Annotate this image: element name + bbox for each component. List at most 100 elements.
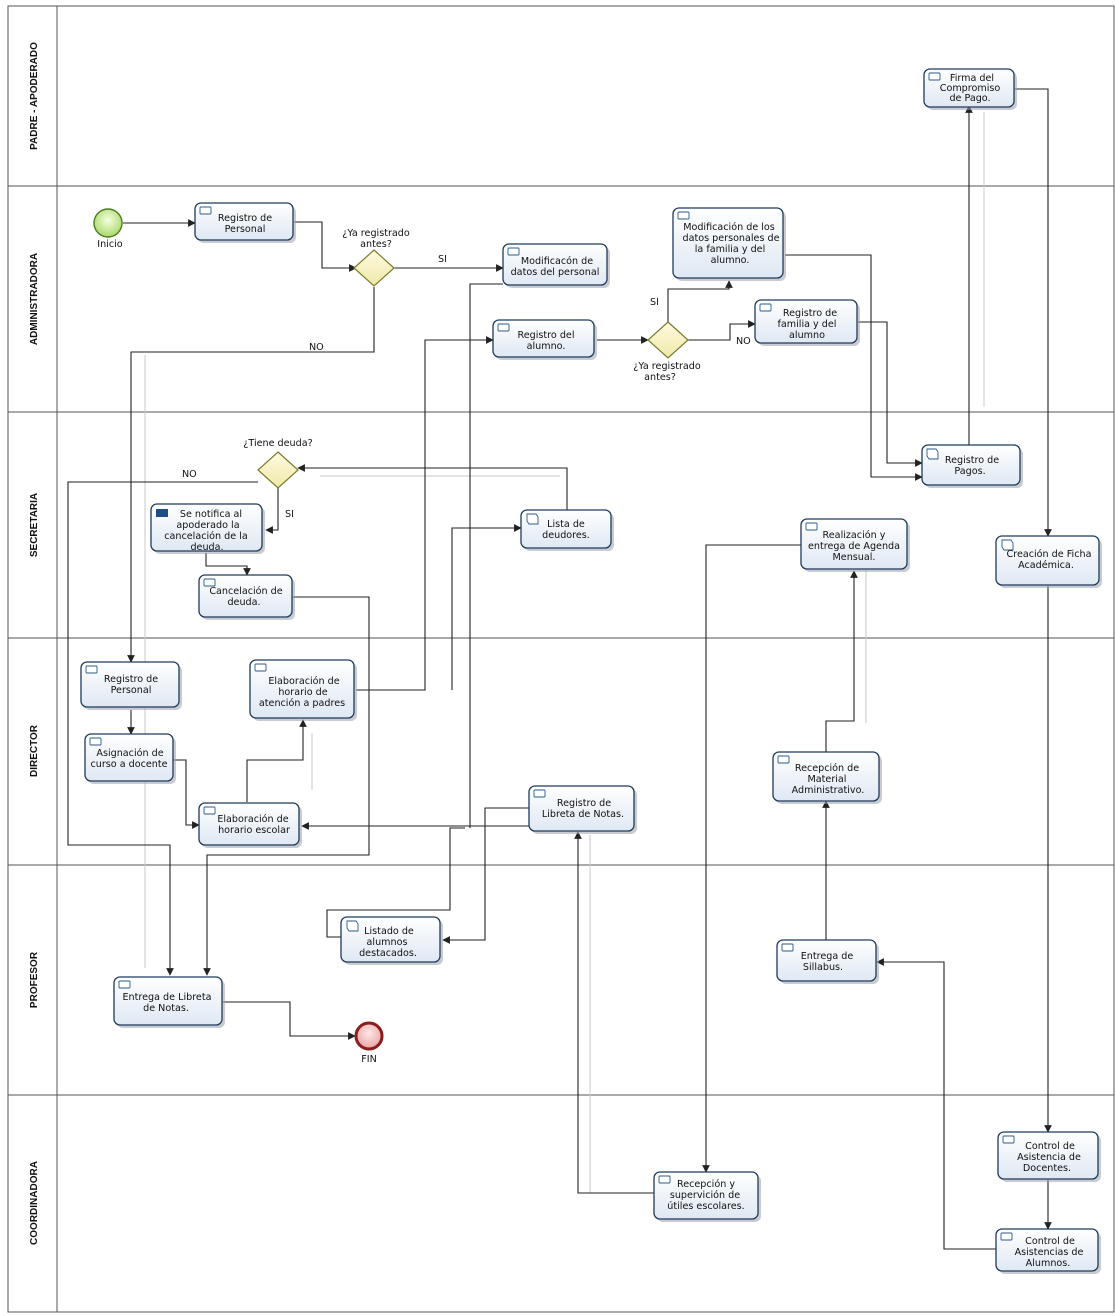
lane-title-coordinadora: COORDINADORA bbox=[29, 1161, 40, 1245]
user-task-icon bbox=[203, 578, 216, 587]
flow-label-si-3: SI bbox=[285, 509, 294, 520]
user-task-icon bbox=[254, 663, 267, 672]
script-task-icon bbox=[1001, 539, 1014, 551]
lane-title-secretaria: SECRETARIA bbox=[29, 493, 40, 557]
flow-labels: SI NO SI NO SI NO bbox=[182, 254, 751, 520]
user-task-icon bbox=[658, 1175, 671, 1184]
script-task-icon bbox=[926, 448, 939, 460]
user-task-icon bbox=[1000, 1232, 1013, 1241]
script-task-icon bbox=[526, 513, 539, 525]
user-task-icon bbox=[199, 206, 212, 215]
lane-title-padre: PADRE - APODERADO bbox=[29, 42, 40, 150]
user-task-icon bbox=[85, 665, 98, 674]
user-task-icon bbox=[497, 323, 510, 332]
gateway-registrado-alumno-label-line2: antes? bbox=[644, 372, 676, 383]
end-label: FIN bbox=[361, 1054, 377, 1065]
gateway-deuda-label: ¿Tiene deuda? bbox=[243, 438, 312, 449]
gateway-tiene-deuda: ¿Tiene deuda? bbox=[243, 438, 313, 489]
flow-label-no-1: NO bbox=[309, 342, 324, 353]
gateway-registrado-label-line1: ¿Ya registrado bbox=[342, 228, 410, 239]
user-task-icon bbox=[533, 789, 546, 798]
script-task-icon bbox=[346, 920, 359, 932]
user-task-icon bbox=[677, 211, 690, 220]
user-task-icon bbox=[203, 806, 216, 815]
start-label: Inicio bbox=[97, 239, 123, 250]
user-task-icon bbox=[1002, 1135, 1015, 1144]
user-task-icon bbox=[118, 980, 131, 989]
flow-label-si-1: SI bbox=[438, 254, 447, 265]
user-task-icon bbox=[507, 247, 520, 256]
user-task-icon bbox=[759, 303, 772, 312]
flow-label-no-3: NO bbox=[182, 469, 197, 480]
pool-lanes: PADRE - APODERADO ADMINISTRADORA SECRETA… bbox=[7, 5, 1115, 1313]
gateway-registrado-alumno: ¿Ya registrado antes? bbox=[633, 321, 701, 383]
end-event: FIN bbox=[354, 1021, 384, 1065]
lane-title-director: DIRECTOR bbox=[29, 724, 40, 777]
start-event: Inicio bbox=[93, 208, 123, 250]
user-task-icon bbox=[928, 72, 941, 81]
flow-label-no-2: NO bbox=[736, 336, 751, 347]
user-task-icon bbox=[805, 522, 818, 531]
user-task-icon bbox=[781, 943, 794, 952]
lane-title-administradora: ADMINISTRADORA bbox=[29, 253, 40, 345]
sequence-flows bbox=[67, 88, 1052, 1250]
user-task-icon bbox=[89, 737, 102, 746]
gateway-registrado-label-line2: antes? bbox=[360, 239, 392, 250]
gateway-registrado-personal: ¿Ya registrado antes? bbox=[342, 228, 410, 287]
message-icon bbox=[156, 509, 168, 517]
flow-label-si-2: SI bbox=[650, 297, 659, 308]
lane-title-profesor: PROFESOR bbox=[29, 951, 40, 1008]
user-task-icon bbox=[777, 755, 790, 764]
gateway-registrado-alumno-label-line1: ¿Ya registrado bbox=[633, 361, 701, 372]
